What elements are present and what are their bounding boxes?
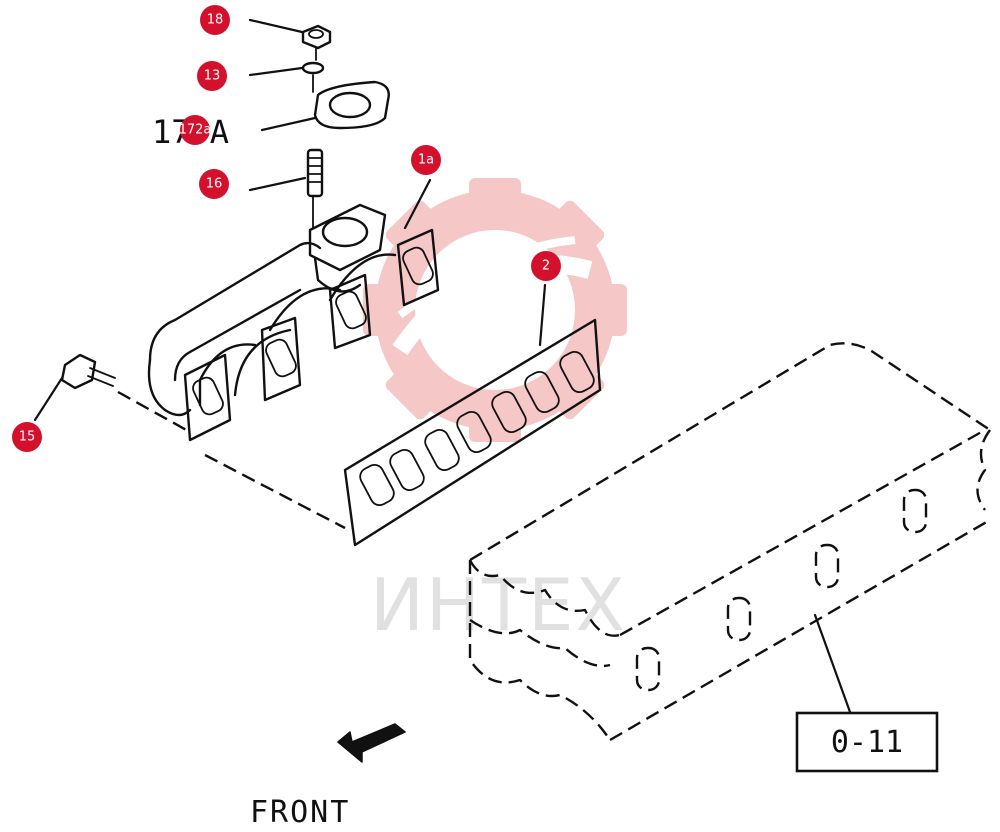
callout-172a-label: 172a [179,123,212,138]
callout-1a[interactable]: 1a [411,145,441,175]
callout-16-label: 16 [206,177,223,192]
cylinder-head-reference [468,342,991,742]
callout-13[interactable]: 13 [197,61,227,91]
callout-markers: 18 13 172a 16 1a 2 15 [12,5,561,452]
manifold-gasket [343,318,602,547]
callout-172a[interactable]: 172a [179,115,212,145]
reference-box: 0-11 [795,711,939,773]
callout-15-label: 15 [19,430,36,445]
callout-16[interactable]: 16 [199,169,229,199]
exhaust-manifold [147,203,440,442]
callout-13-label: 13 [204,69,221,84]
nut-18 [301,24,332,50]
bolt-15-assembly [60,353,346,530]
stud-16 [306,148,324,198]
front-direction-indicator: FRONT [250,723,406,830]
callout-1a-label: 1a [418,153,434,168]
callout-15[interactable]: 15 [12,422,42,452]
front-arrow-icon [337,723,406,763]
reference-box-label: 0-11 [831,725,903,760]
watermark-text: ИНТЕХ [370,563,627,647]
callout-2[interactable]: 2 [531,251,561,281]
flange-gasket-172a [313,80,390,130]
callout-2-label: 2 [542,259,550,274]
callout-18[interactable]: 18 [200,5,230,35]
leader-lines [33,18,852,714]
manifold-port-flanges [183,228,440,442]
upper-hardware-stack [301,24,390,229]
front-label: FRONT [250,795,350,830]
washer-13 [301,61,325,75]
callout-18-label: 18 [207,13,224,28]
